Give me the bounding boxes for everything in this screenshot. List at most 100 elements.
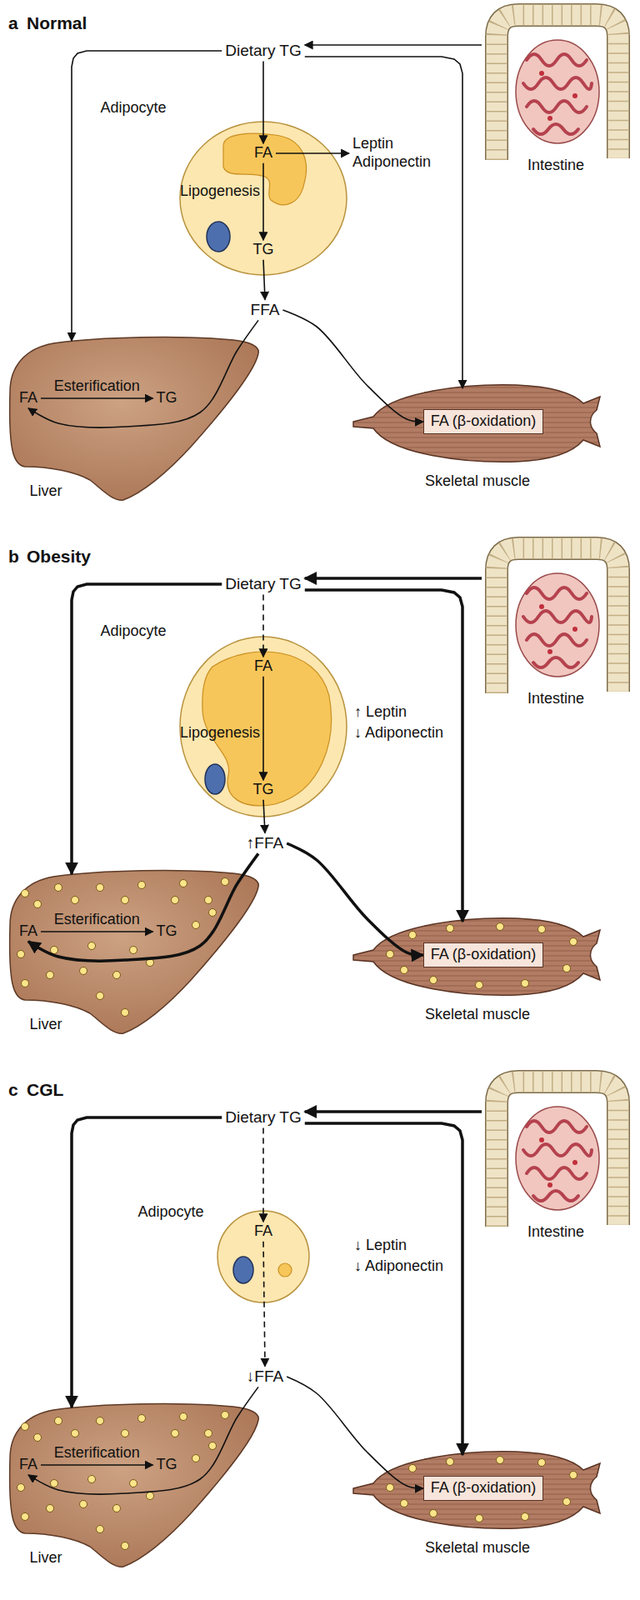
- flow-arrow: [262, 594, 265, 657]
- skeletal-muscle: Skeletal muscle FA (β-oxidation): [351, 381, 602, 494]
- process-label: Esterification: [54, 910, 140, 930]
- flow-arrow: [305, 1110, 482, 1114]
- panel-letter: b: [8, 545, 20, 567]
- flow-arrow: [286, 1376, 424, 1489]
- flow-arrow: [282, 310, 423, 422]
- free-fatty-acid-label: FFA: [247, 300, 284, 321]
- panel-letter: c: [8, 1079, 19, 1100]
- organ-label: Intestine: [527, 156, 585, 175]
- flow-arrow: [28, 320, 259, 428]
- adipokine-level: ↓ Leptin: [354, 1236, 407, 1255]
- panel-title: Obesity: [26, 545, 91, 567]
- organ-label: Skeletal muscle: [425, 1005, 530, 1025]
- organ-label: Skeletal muscle: [425, 1539, 530, 1558]
- adipokine-level: ↑ Leptin: [354, 703, 407, 722]
- node-text: FFA: [250, 300, 280, 320]
- substrate-label: Dietary TG: [221, 574, 305, 595]
- free-fatty-acid-label: ↑FFA: [243, 833, 287, 855]
- process-label: Lipogenesis: [180, 182, 260, 201]
- process-box: FA (β-oxidation): [423, 1475, 544, 1501]
- fatty-acid-label: FA: [250, 143, 276, 164]
- node-text: TG: [156, 1455, 178, 1475]
- organ-label: Adipocyte: [137, 1203, 204, 1222]
- node-text: FA: [254, 657, 273, 676]
- node-text: ↓FFA: [246, 1367, 284, 1387]
- intestine-organ: Intestine: [481, 536, 635, 708]
- panel-title: CGL: [26, 1079, 64, 1100]
- node-text: FA (β-oxidation): [430, 412, 536, 431]
- intestine-organ: Intestine: [481, 1070, 635, 1241]
- liver-organ: Liver FA TG: [8, 1403, 260, 1570]
- flow-arrow: [28, 853, 259, 961]
- triglyceride-label: TG: [153, 388, 181, 409]
- fatty-acid-label: FA: [15, 921, 41, 942]
- triglyceride-label: TG: [250, 240, 278, 260]
- flow-arrow: [40, 930, 154, 933]
- liver-organ: LiverFATG: [8, 336, 260, 504]
- process-box: FA (β-oxidation): [423, 942, 544, 968]
- flow-arrow: [40, 1464, 154, 1466]
- process-label: Esterification: [54, 1444, 140, 1463]
- panel-title: Normal: [26, 12, 87, 34]
- node-text: FA: [254, 144, 273, 163]
- organ-label: Skeletal muscle: [425, 472, 530, 491]
- intestine-organ: Intestine: [481, 3, 635, 175]
- node-text: TG: [156, 389, 178, 408]
- flow-arrow: [262, 60, 265, 144]
- organ-label: Adipocyte: [100, 99, 166, 118]
- liver-organ: Liver FA TG: [8, 870, 260, 1037]
- fatty-acid-label: FA: [15, 1455, 41, 1475]
- adipocyte-obese: [180, 636, 347, 817]
- node-text: FA (β-oxidation): [430, 1479, 536, 1498]
- fatty-acid-label: FA: [15, 388, 41, 409]
- flow-arrow: [263, 260, 265, 300]
- flow-arrow: [262, 676, 265, 780]
- triglyceride-label: TG: [250, 780, 278, 800]
- fatty-acid-label: FA: [250, 656, 276, 677]
- node-text: FA: [19, 1455, 38, 1475]
- organ-label: Adipocyte: [100, 622, 166, 641]
- process-label: Lipogenesis: [180, 724, 260, 743]
- node-text: TG: [253, 780, 275, 800]
- node-text: FA: [254, 1222, 273, 1241]
- node-text: FA (β-oxidation): [430, 945, 536, 965]
- flow-arrow: [71, 1117, 222, 1408]
- node-text: ↑FFA: [246, 834, 284, 854]
- process-box: FA (β-oxidation): [423, 409, 544, 435]
- flow-arrow: [275, 152, 350, 155]
- adipokine-label: LeptinAdiponectin: [349, 134, 435, 172]
- node-text: FA: [19, 922, 38, 941]
- skeletal-muscle: Skeletal muscle FA (β-oxidation): [351, 915, 602, 1027]
- node-text: Leptin: [352, 135, 431, 154]
- flow-arrow: [262, 163, 265, 240]
- triglyceride-label: TG: [153, 921, 181, 942]
- fatty-acid-label: FA: [250, 1221, 276, 1242]
- flow-arrow: [262, 1127, 265, 1222]
- adipocyte-cell: AdipocyteLipogenesisFATG: [180, 636, 347, 817]
- substrate-label: Dietary TG: [221, 40, 305, 62]
- node-text: TG: [253, 240, 275, 260]
- flow-arrow: [305, 576, 482, 580]
- organ-label: Liver: [29, 1015, 62, 1035]
- flow-arrow: [305, 44, 482, 46]
- node-text: Dietary TG: [225, 1108, 302, 1128]
- flow-arrow: [28, 1386, 259, 1495]
- organ-label: Liver: [29, 1549, 62, 1568]
- node-text: TG: [156, 922, 178, 941]
- flow-arrow: [40, 397, 154, 400]
- flow-arrow: [286, 843, 424, 955]
- adipokine-level: ↓ Adiponectin: [354, 1257, 444, 1276]
- adipokine-level: ↓ Adiponectin: [354, 724, 444, 743]
- process-label: Esterification: [54, 377, 140, 396]
- organ-label: Intestine: [527, 690, 585, 709]
- adipocyte-cell: AdipocyteLipogenesisFATG: [180, 121, 347, 275]
- flow-arrow: [263, 1241, 265, 1367]
- adipocyte-cell: AdipocyteFA: [217, 1210, 310, 1303]
- node-text: Dietary TG: [225, 41, 302, 61]
- organ-label: Intestine: [527, 1223, 585, 1242]
- adipocyte-normal: [180, 121, 347, 275]
- node-text: Adiponectin: [352, 153, 431, 172]
